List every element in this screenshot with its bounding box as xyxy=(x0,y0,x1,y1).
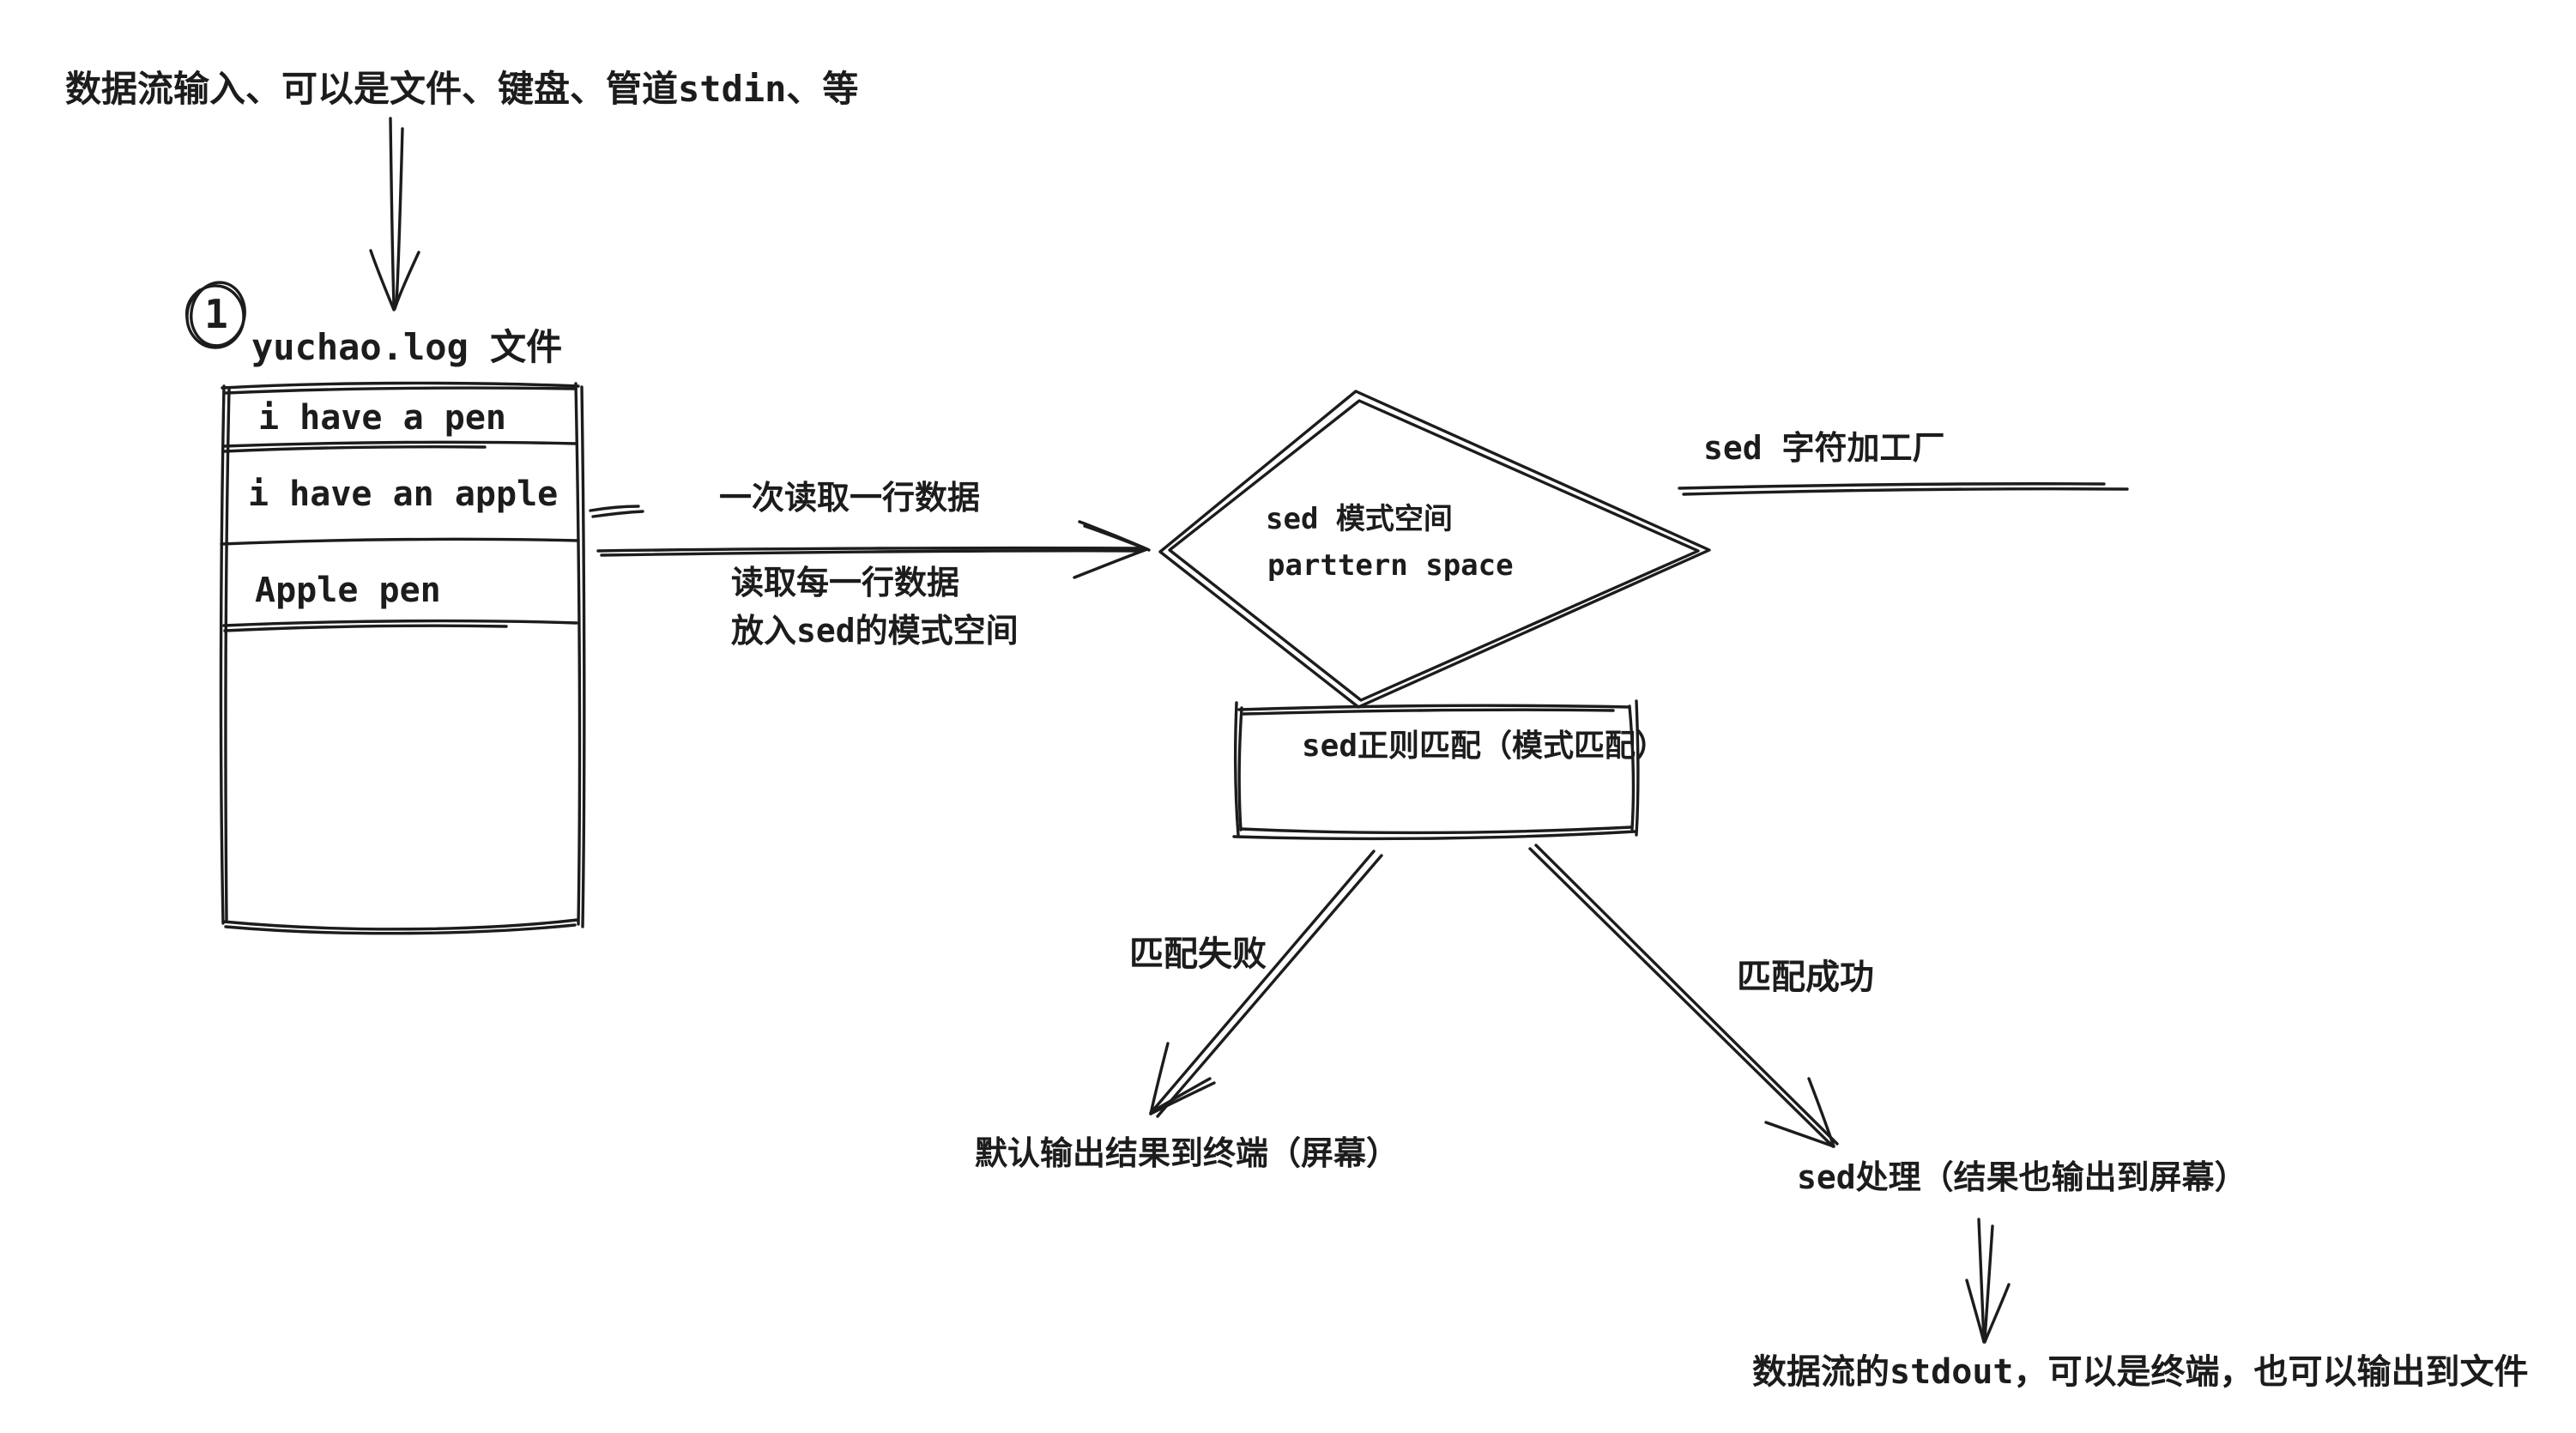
pattern-space-diamond-sketch xyxy=(1158,390,1711,709)
file-box-sketch xyxy=(219,381,586,935)
read-below-label-line1: 读取每一行数据 xyxy=(731,565,960,602)
regex-box-label: sed正则匹配（模式匹配） xyxy=(1302,729,1667,764)
success-arrow-icon xyxy=(1528,843,1839,1148)
fail-result-note: 默认输出结果到终端（屏幕） xyxy=(975,1136,1400,1172)
file-row: Apple pen xyxy=(255,571,441,610)
input-downarrow-icon xyxy=(369,117,420,311)
input-note: 数据流输入、可以是文件、键盘、管道stdin、等 xyxy=(65,68,859,110)
factory-underline-icon xyxy=(1678,482,2129,496)
stdout-downarrow-icon xyxy=(1965,1218,2011,1344)
file-row: i have a pen xyxy=(258,398,506,438)
file-row: i have an apple xyxy=(248,475,559,514)
pattern-space-title: sed 模式空间 xyxy=(1266,502,1453,536)
success-result-note: sed处理（结果也输出到屏幕） xyxy=(1797,1158,2247,1196)
step-circle-icon xyxy=(184,281,246,349)
regex-box-sketch xyxy=(1232,699,1640,841)
read-below-label-line2: 放入sed的模式空间 xyxy=(731,612,1019,650)
file-title: yuchao.log 文件 xyxy=(251,326,563,368)
factory-note: sed 字符加工厂 xyxy=(1703,429,1945,467)
stdout-note: 数据流的stdout，可以是终端，也可以输出到文件 xyxy=(1752,1352,2529,1392)
step-badge: 1 xyxy=(204,291,228,337)
success-label: 匹配成功 xyxy=(1737,958,1874,996)
fail-label: 匹配失败 xyxy=(1129,935,1267,973)
pattern-space-subtitle: parttern space xyxy=(1267,548,1514,583)
fail-arrow-icon xyxy=(1149,850,1383,1118)
read-above-label: 一次读取一行数据 xyxy=(719,481,981,517)
read-arrow-icon xyxy=(589,505,1151,579)
